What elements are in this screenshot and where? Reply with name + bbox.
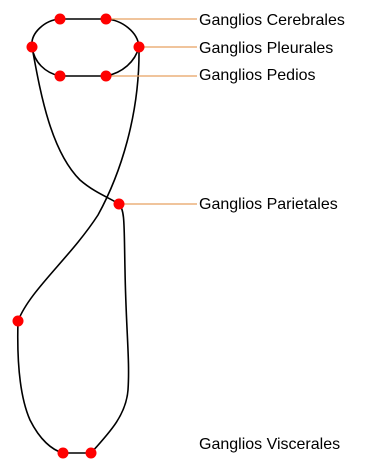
right-connective (18, 47, 139, 321)
label-pedios: Ganglios Pedios (199, 67, 316, 84)
visceral-ganglion-right (86, 448, 97, 459)
pleural-ganglion-left (27, 42, 38, 53)
nerve-cords (18, 19, 139, 453)
label-viscerales: Ganglios Viscerales (199, 436, 340, 453)
right-visceral-connective (91, 204, 129, 453)
pleural-ganglion-right (134, 42, 145, 53)
left-visceral-connective (18, 321, 63, 453)
pedal-ganglion-right (101, 71, 112, 82)
cerebral-commissure (32, 19, 139, 47)
cerebral-ganglion-right (101, 14, 112, 25)
cerebral-ganglion-left (55, 14, 66, 25)
label-parietales: Ganglios Parietales (199, 196, 338, 213)
pedal-ganglion-left (55, 71, 66, 82)
label-cerebrales: Ganglios Cerebrales (199, 12, 345, 29)
label-pleurales: Ganglios Pleurales (199, 40, 333, 57)
parietal-ganglion (114, 199, 125, 210)
leader-lines (108, 19, 197, 204)
subintestinal-ganglion (13, 316, 24, 327)
pedal-commissure (32, 47, 139, 76)
visceral-ganglion-left (58, 448, 69, 459)
labels: Ganglios Cerebrales Ganglios Pleurales G… (199, 12, 345, 453)
